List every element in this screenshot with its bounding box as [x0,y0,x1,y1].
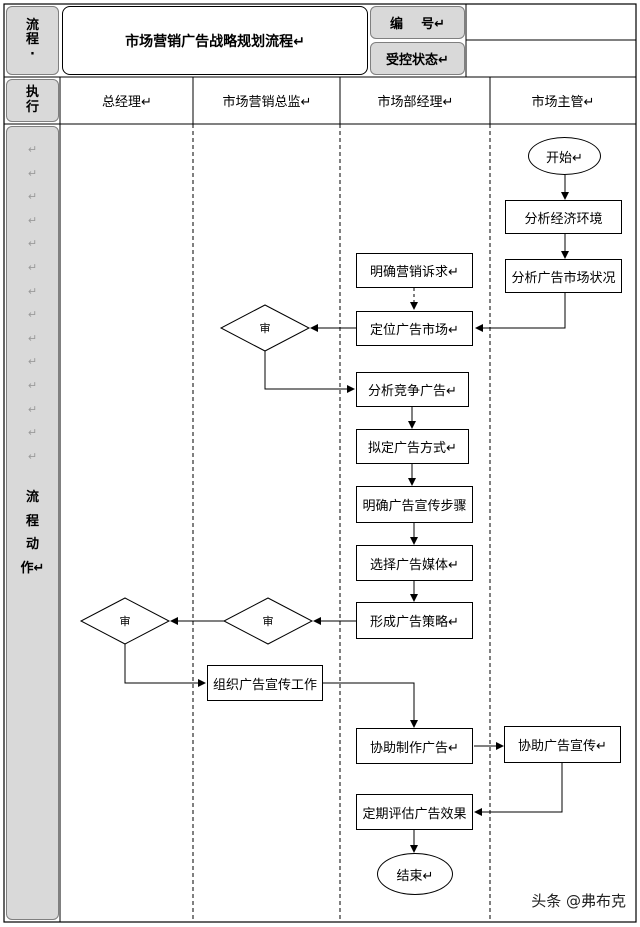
edge-n10-n11 [323,682,418,728]
edge-d1-n5 [264,351,355,393]
diamond-review-2-label: 审 [262,615,274,628]
node-assist-production: 协助制作广告↵ [356,728,473,764]
node-start: 开始↵ [528,137,601,175]
diamond-review-3-label: 审 [119,615,131,628]
node-end: 结束↵ [377,853,453,895]
sidebar-marks: ↵ ↵ ↵ ↵ ↵ ↵ ↵ ↵ ↵ ↵ ↵ ↵ ↵ ↵ [6,138,59,468]
control-status-value-cell [467,41,635,76]
edge-n12-n13 [474,763,563,816]
lane-general-manager: 总经理↵ [102,95,152,110]
node-define-promo-steps: 明确广告宣传步骤 [356,486,473,523]
sidebar-mark: ↵ [27,237,38,251]
sidebar-mark: ↵ [27,378,38,392]
lane-marketing-manager: 市场部经理↵ [377,95,454,110]
sidebar-mark: ↵ [27,449,38,463]
outer-frame [3,3,637,923]
sidebar-mark: ↵ [27,143,38,156]
node-analyze-economy: 分析经济环境 [505,200,622,234]
sidebar-mark: ↵ [27,284,38,298]
sidebar-panel [6,126,59,920]
sidebar-mark: ↵ [27,355,38,369]
watermark: 头条 @弗布克 [531,892,626,910]
node-assist-promo: 协助广告宣传↵ [504,726,621,763]
number-value-cell [467,5,635,39]
process-label-cell: 流 程 · [6,6,59,75]
number-label: 编 号↵ [370,6,465,39]
page-title: 市场营销广告战略规划流程↵ [62,6,368,75]
sidebar-flow-label: 流 程 动 作↵ [6,486,59,580]
sidebar-mark: ↵ [27,402,38,416]
lane-marketing-director: 市场营销总监↵ [222,95,312,110]
sidebar-char: 作↵ [20,560,45,576]
edge-d3-n10 [124,644,206,687]
node-select-media: 选择广告媒体↵ [356,545,473,581]
control-status-label: 受控状态↵ [370,42,465,75]
sidebar-mark: ↵ [27,260,38,274]
node-analyze-competition: 分析竞争广告↵ [356,372,469,407]
sidebar-char: 流 [25,490,39,505]
node-form-strategy: 形成广告策略↵ [356,602,473,639]
node-position-market: 定位广告市场↵ [356,311,473,346]
node-analyze-ad-market: 分析广告市场状况 [505,259,622,293]
diamond-review-1-label: 审 [259,322,271,335]
node-define-appeal: 明确营销诉求↵ [356,253,473,288]
sidebar-mark: ↵ [27,190,38,204]
sidebar-char: 程 [25,513,39,529]
sidebar-mark: ↵ [27,213,38,227]
edge-n2-n4 [475,293,566,332]
node-organize-promo: 组织广告宣传工作 [207,665,323,701]
lane-marketing-supervisor: 市场主管↵ [531,95,595,110]
node-draft-ad-method: 拟定广告方式↵ [356,429,469,464]
sidebar-mark: ↵ [27,308,38,322]
node-evaluate-effect: 定期评估广告效果 [356,794,473,830]
diamond-review-2 [222,597,314,645]
sidebar-char: 动 [25,537,39,552]
sidebar-mark: ↵ [27,166,38,180]
sidebar-mark: ↵ [27,426,38,440]
sidebar-mark: ↵ [27,331,38,345]
exec-label: 执 行 [6,79,59,122]
